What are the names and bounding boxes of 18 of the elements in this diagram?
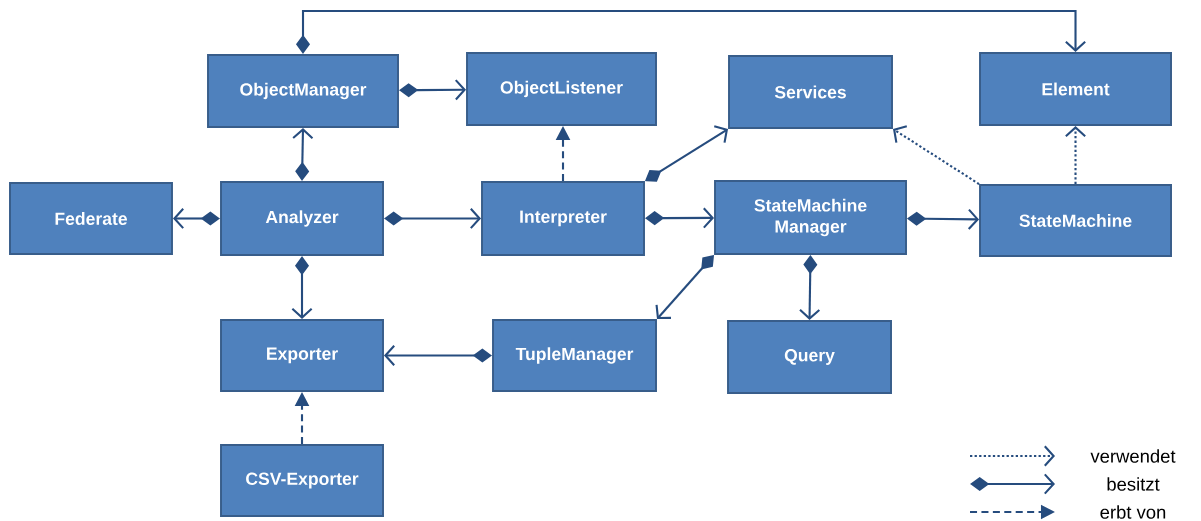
arrow [892, 125, 980, 185]
class-box: CSV-Exporter [220, 444, 384, 517]
class-box: Query [727, 320, 892, 394]
arrow [1065, 125, 1086, 185]
legend-text: besitzt [1107, 477, 1160, 491]
legend-text: erbt von [1100, 505, 1166, 519]
legend-text: verwendet [1090, 449, 1176, 463]
class-box: Interpreter [481, 181, 645, 256]
class-box: StateMachine Manager [714, 180, 907, 255]
class-box: Exporter [220, 319, 384, 392]
class-box: ObjectManager [207, 54, 399, 128]
class-box: TupleManager [492, 319, 657, 392]
class-box: Federate [9, 182, 173, 255]
class-box: StateMachine [979, 184, 1172, 257]
class-box: ObjectListener [466, 52, 657, 126]
class-box: Services [728, 55, 893, 129]
class-box: Element [979, 52, 1172, 126]
class-box: Analyzer [220, 181, 384, 256]
